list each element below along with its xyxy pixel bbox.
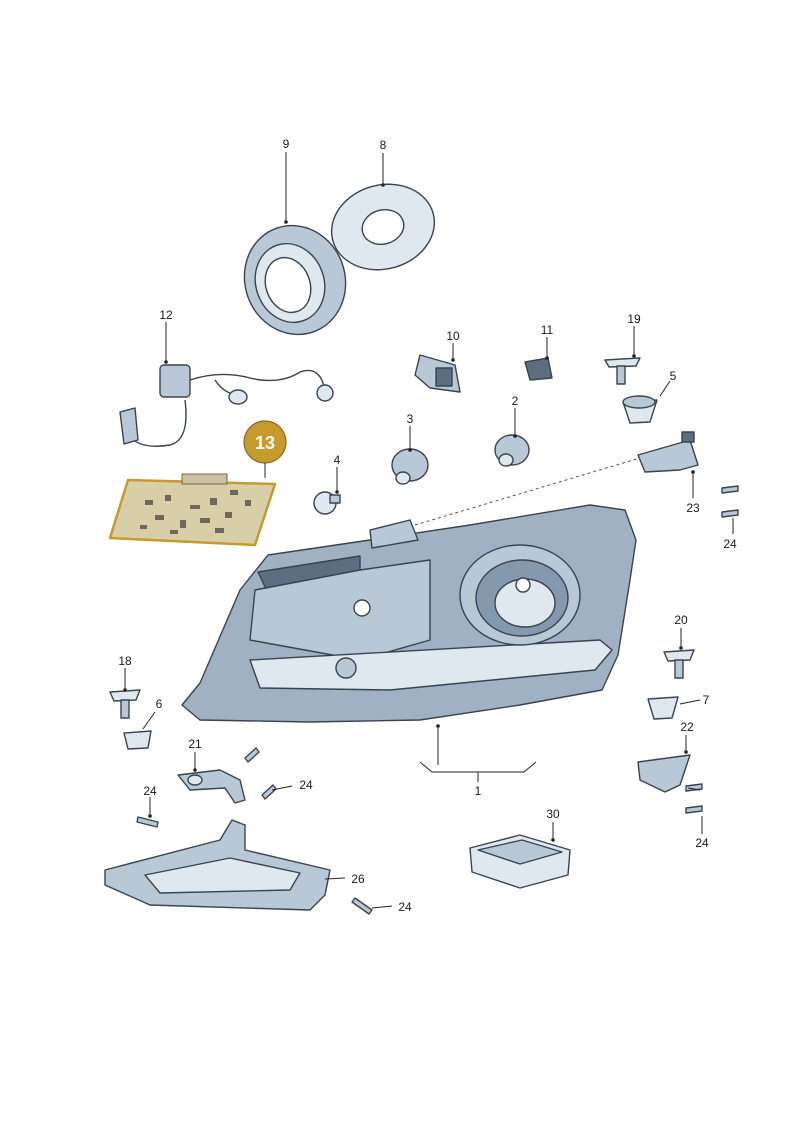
part-1-headlight-housing[interactable]	[181, 504, 637, 723]
part-7-nut[interactable]	[647, 696, 679, 720]
callout-6: 6	[156, 697, 163, 711]
part-26-bracket-frame[interactable]	[104, 819, 331, 911]
callout-24-b: 24	[695, 836, 709, 850]
part-13-callout-badge: 13	[243, 420, 287, 478]
callout-24-d: 24	[143, 784, 157, 798]
part-24-screw-f[interactable]	[351, 897, 373, 915]
part-9-reflector-ring[interactable]	[229, 211, 361, 349]
part-30-adhesive-pad[interactable]	[469, 834, 571, 889]
part-6-grommet[interactable]	[123, 730, 152, 750]
callout-1: 1	[475, 784, 482, 798]
part-10-bulb-socket[interactable]	[414, 354, 461, 393]
part-3-bulb[interactable]	[391, 448, 429, 485]
callout-2: 2	[512, 394, 519, 408]
callout-13-label: 13	[255, 433, 275, 453]
part-20-screw[interactable]	[663, 649, 695, 679]
callout-20: 20	[674, 613, 688, 627]
leader-lines	[124, 152, 734, 909]
part-11-connector[interactable]	[524, 357, 553, 381]
part-24-screw-b[interactable]	[721, 509, 739, 518]
part-8-cover-disc[interactable]	[322, 173, 444, 281]
part-18-screw[interactable]	[109, 689, 141, 719]
part-22-bracket[interactable]	[637, 754, 691, 793]
callout-5: 5	[670, 369, 677, 383]
callout-8: 8	[380, 138, 387, 152]
part-19-screw[interactable]	[604, 357, 641, 385]
callout-10: 10	[446, 329, 460, 343]
callout-23: 23	[686, 501, 700, 515]
callout-7: 7	[703, 693, 710, 707]
part-4-bulb[interactable]	[313, 491, 341, 515]
callout-24-a: 24	[723, 537, 737, 551]
callout-labels: 9 8 12 10 11 19 5 3 2 4 23 24 1 20 7 22 …	[118, 137, 737, 914]
callout-24-e: 24	[398, 900, 412, 914]
callout-22: 22	[680, 720, 694, 734]
part-24-screw-a[interactable]	[721, 485, 739, 494]
callout-24-c: 24	[299, 778, 313, 792]
part-13-control-unit[interactable]	[108, 473, 277, 547]
part-23-bracket[interactable]	[637, 431, 699, 473]
callout-30: 30	[546, 807, 560, 821]
callout-26: 26	[351, 872, 365, 886]
callout-3: 3	[407, 412, 414, 426]
callout-9: 9	[283, 137, 290, 151]
callout-11: 11	[541, 323, 554, 337]
part-12-wiring-harness[interactable]	[119, 364, 334, 447]
part-24-screw-d[interactable]	[261, 784, 277, 800]
callout-19: 19	[627, 312, 641, 326]
leader-dots	[123, 183, 695, 842]
part-2-bulb[interactable]	[494, 434, 530, 467]
callout-18: 18	[118, 654, 132, 668]
part-24-screw-e[interactable]	[136, 816, 159, 828]
part-5-grommet[interactable]	[622, 395, 658, 424]
callout-21: 21	[188, 737, 202, 751]
part-24-screw-h[interactable]	[685, 805, 703, 814]
callout-12: 12	[159, 308, 173, 322]
part-21-bracket[interactable]	[177, 769, 246, 804]
part-24-screw-c[interactable]	[244, 747, 260, 763]
callout-4: 4	[334, 453, 341, 467]
